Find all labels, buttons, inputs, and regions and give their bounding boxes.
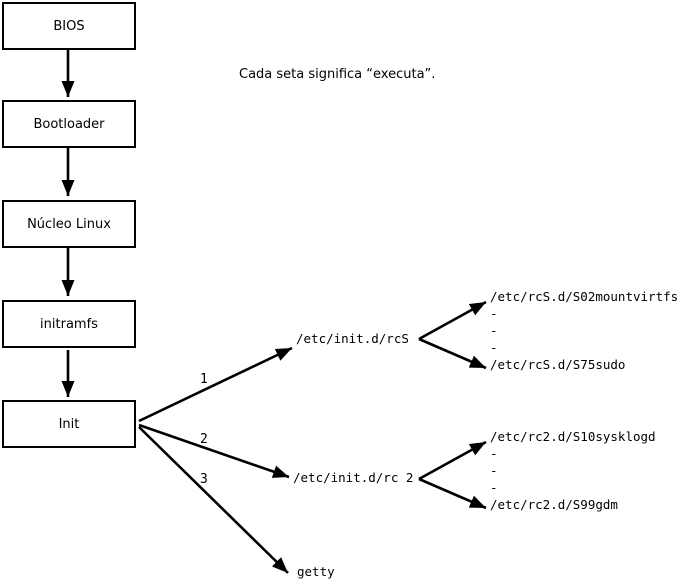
- box-initramfs: initramfs: [2, 300, 136, 348]
- box-bootloader: Bootloader: [2, 100, 136, 148]
- rcs-script-list: /etc/rcS.d/S02mountvirtfs - - - /etc/rcS…: [490, 288, 678, 373]
- arrow-rcs-to-s75sudo-icon: [418, 337, 487, 370]
- box-bootloader-label: Bootloader: [33, 116, 105, 132]
- rc2-script-item: /etc/rc2.d/S10sysklogd: [490, 429, 656, 444]
- rc2-script-ellipsis: -: [490, 446, 498, 461]
- rcs-script-ellipsis: -: [490, 306, 498, 321]
- arrow-init-to-rcs-icon: [138, 346, 293, 423]
- rc2-script-ellipsis: -: [490, 480, 498, 495]
- rc2-script-list: /etc/rc2.d/S10sysklogd - - - /etc/rc2.d/…: [490, 428, 656, 513]
- box-nucleo-linux: Núcleo Linux: [2, 200, 136, 248]
- branch-number-1: 1: [200, 372, 208, 387]
- arrow-rc2-to-s10sysklogd-icon: [418, 440, 487, 481]
- branch-target-rcs: /etc/init.d/rcS: [296, 331, 409, 346]
- legend-note: Cada seta significa “executa”.: [239, 67, 436, 82]
- box-initramfs-label: initramfs: [40, 316, 98, 332]
- branch-number-2: 2: [200, 432, 208, 447]
- branch-target-rc2: /etc/init.d/rc 2: [293, 470, 414, 485]
- rcs-script-item: /etc/rcS.d/S02mountvirtfs: [490, 289, 679, 304]
- branch-number-3: 3: [200, 472, 208, 487]
- rc2-script-ellipsis: -: [490, 463, 498, 478]
- arrow-rc2-to-s99gdm-icon: [418, 477, 487, 510]
- rcs-script-ellipsis: -: [490, 323, 498, 338]
- branch-target-getty: getty: [297, 564, 335, 579]
- box-bios-label: BIOS: [53, 18, 85, 34]
- arrow-rcs-to-s02mountvirtfs-icon: [418, 300, 487, 341]
- rc2-script-item: /etc/rc2.d/S99gdm: [490, 497, 618, 512]
- box-nucleo-linux-label: Núcleo Linux: [27, 216, 111, 232]
- arrow-init-to-rc2-icon: [138, 423, 290, 479]
- rcs-script-item: /etc/rcS.d/S75sudo: [490, 357, 626, 372]
- arrow-init-to-getty-icon: [138, 426, 289, 574]
- box-init: Init: [2, 400, 136, 448]
- rcs-script-ellipsis: -: [490, 340, 498, 355]
- box-bios: BIOS: [2, 2, 136, 50]
- box-init-label: Init: [58, 416, 80, 432]
